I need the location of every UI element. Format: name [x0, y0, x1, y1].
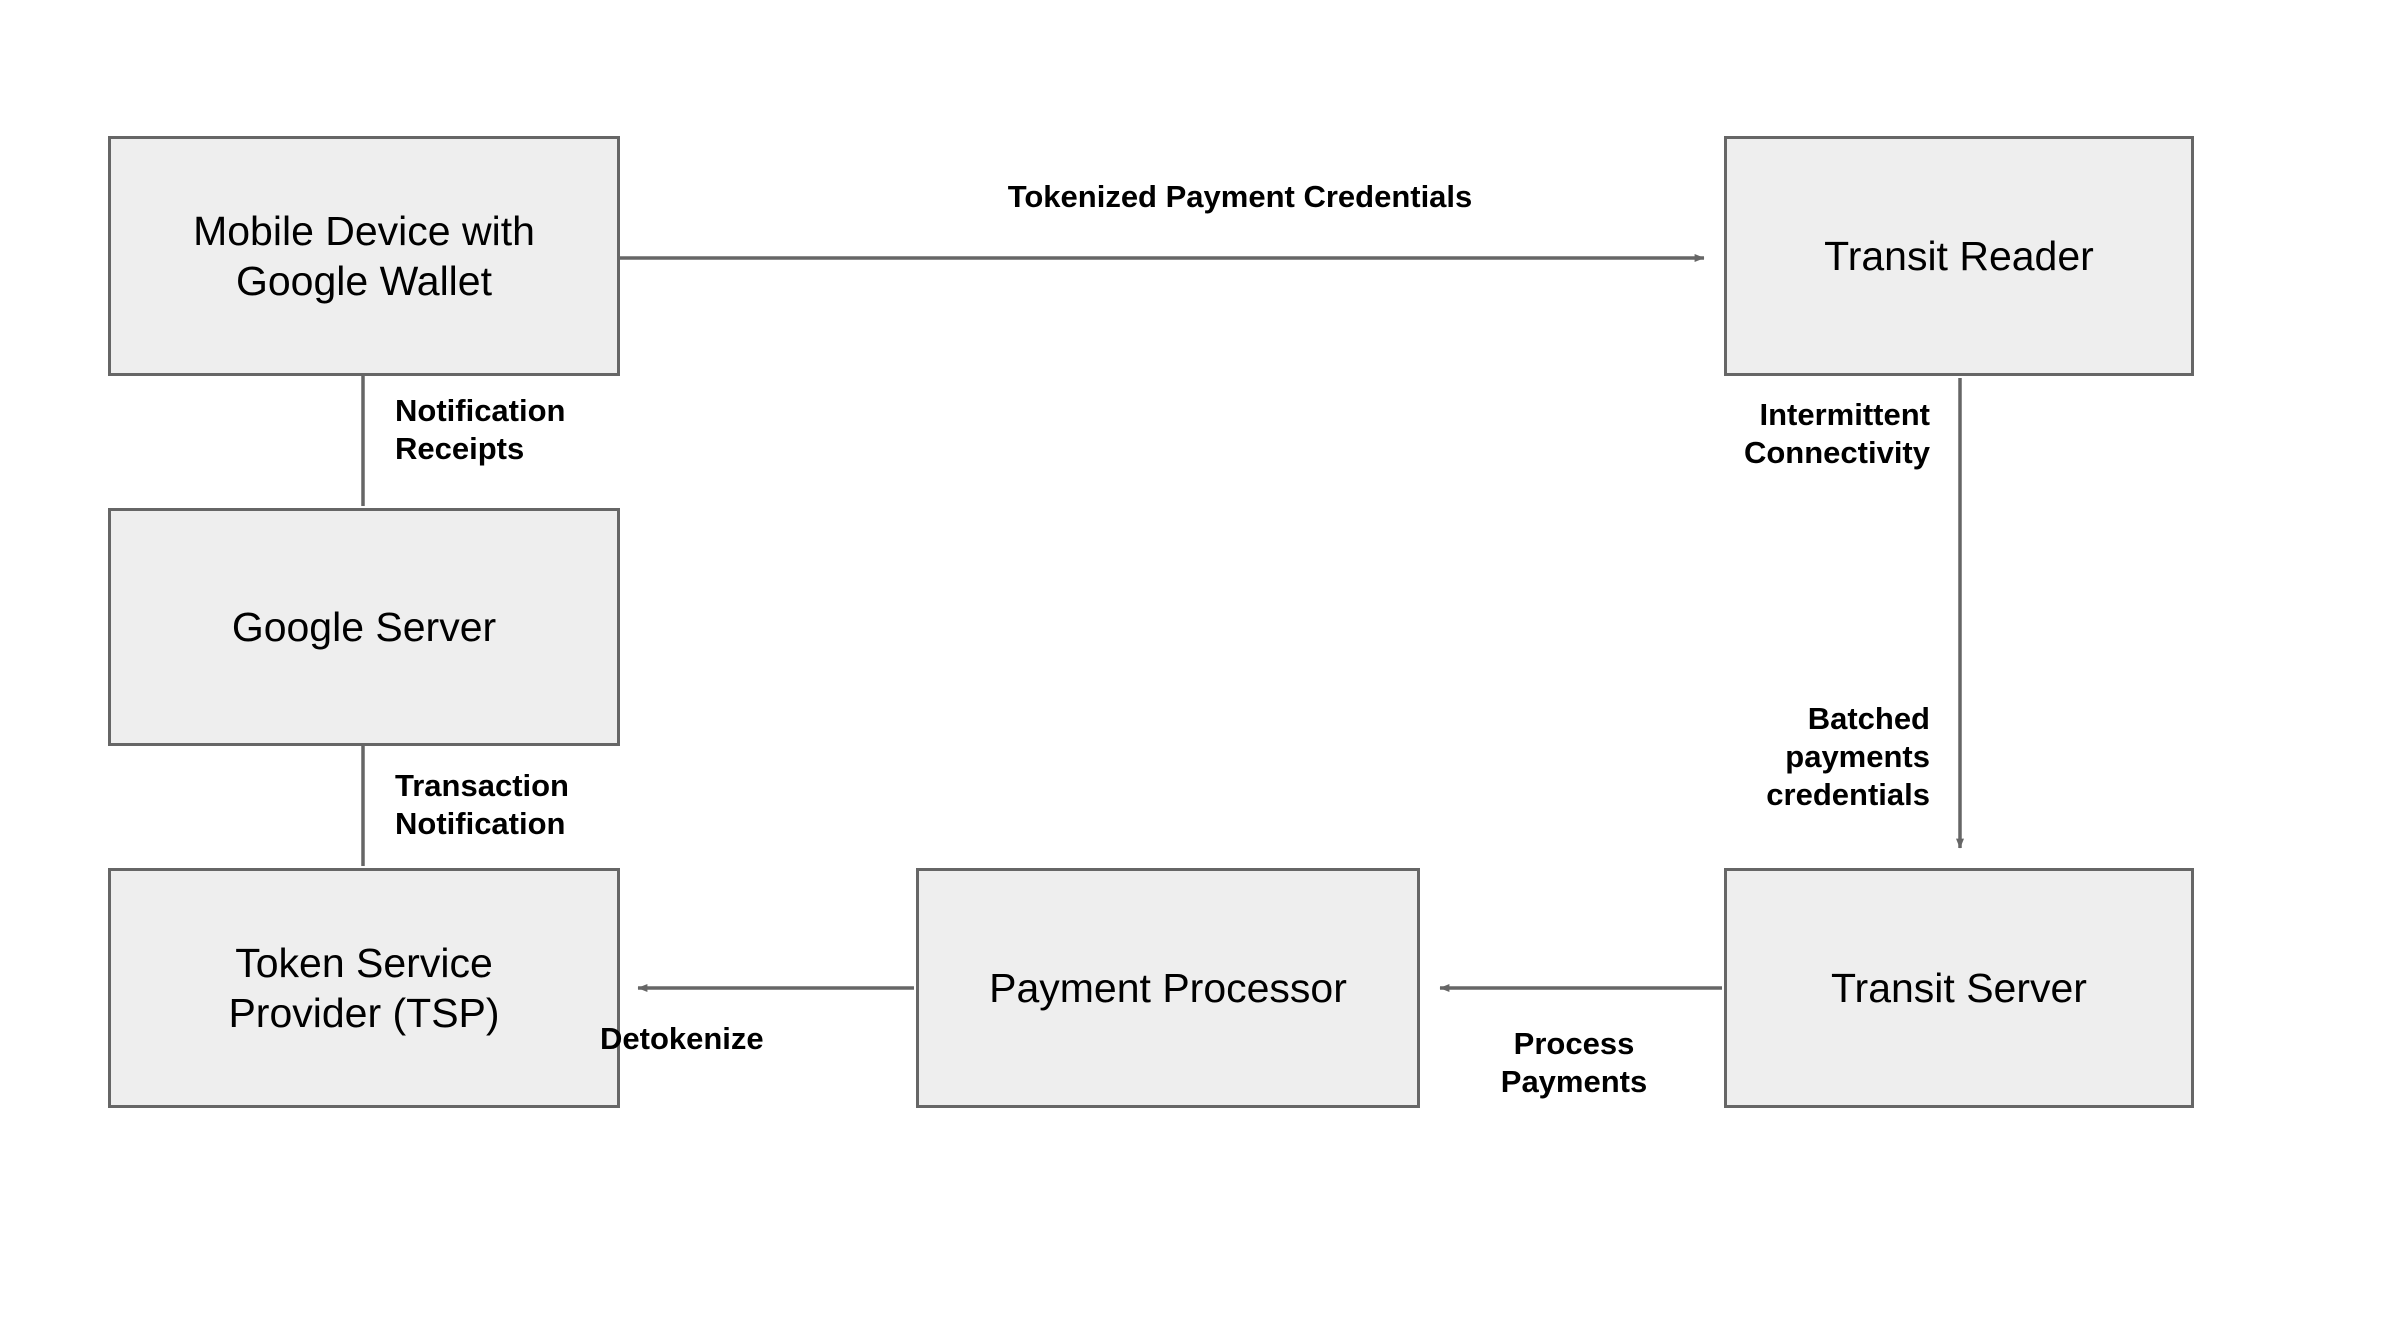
- node-google-server-label: Google Server: [231, 603, 497, 650]
- node-mobile-device-label: Mobile Device with Google Wallet: [193, 207, 535, 304]
- edge-label-transaction-notification: Transaction Notification: [395, 768, 569, 841]
- node-token-service-provider-label: Token Service Provider (TSP): [228, 939, 500, 1036]
- node-mobile-device[interactable]: Mobile Device with Google Wallet: [108, 136, 620, 376]
- node-transit-server[interactable]: Transit Server: [1724, 868, 2194, 1108]
- edge-label-batched-payments-credentials: Batched payments credentials: [1766, 701, 1930, 812]
- edge-label-notification-receipts: Notification Receipts: [395, 393, 566, 466]
- node-transit-server-label: Transit Server: [1831, 964, 2087, 1011]
- node-payment-processor-label: Payment Processor: [989, 964, 1347, 1011]
- edge-label-tokenized-payment-credentials: Tokenized Payment Credentials: [1007, 179, 1473, 214]
- node-transit-reader-label: Transit Reader: [1824, 232, 2094, 279]
- edge-label-detokenize: Detokenize: [600, 1021, 764, 1056]
- node-transit-reader[interactable]: Transit Reader: [1724, 136, 2194, 376]
- node-token-service-provider[interactable]: Token Service Provider (TSP): [108, 868, 620, 1108]
- node-google-server[interactable]: Google Server: [108, 508, 620, 746]
- node-payment-processor[interactable]: Payment Processor: [916, 868, 1420, 1108]
- edge-label-intermittent-connectivity: Intermittent Connectivity: [1743, 397, 1930, 470]
- edge-label-process-payments: Process Payments: [1500, 1026, 1648, 1099]
